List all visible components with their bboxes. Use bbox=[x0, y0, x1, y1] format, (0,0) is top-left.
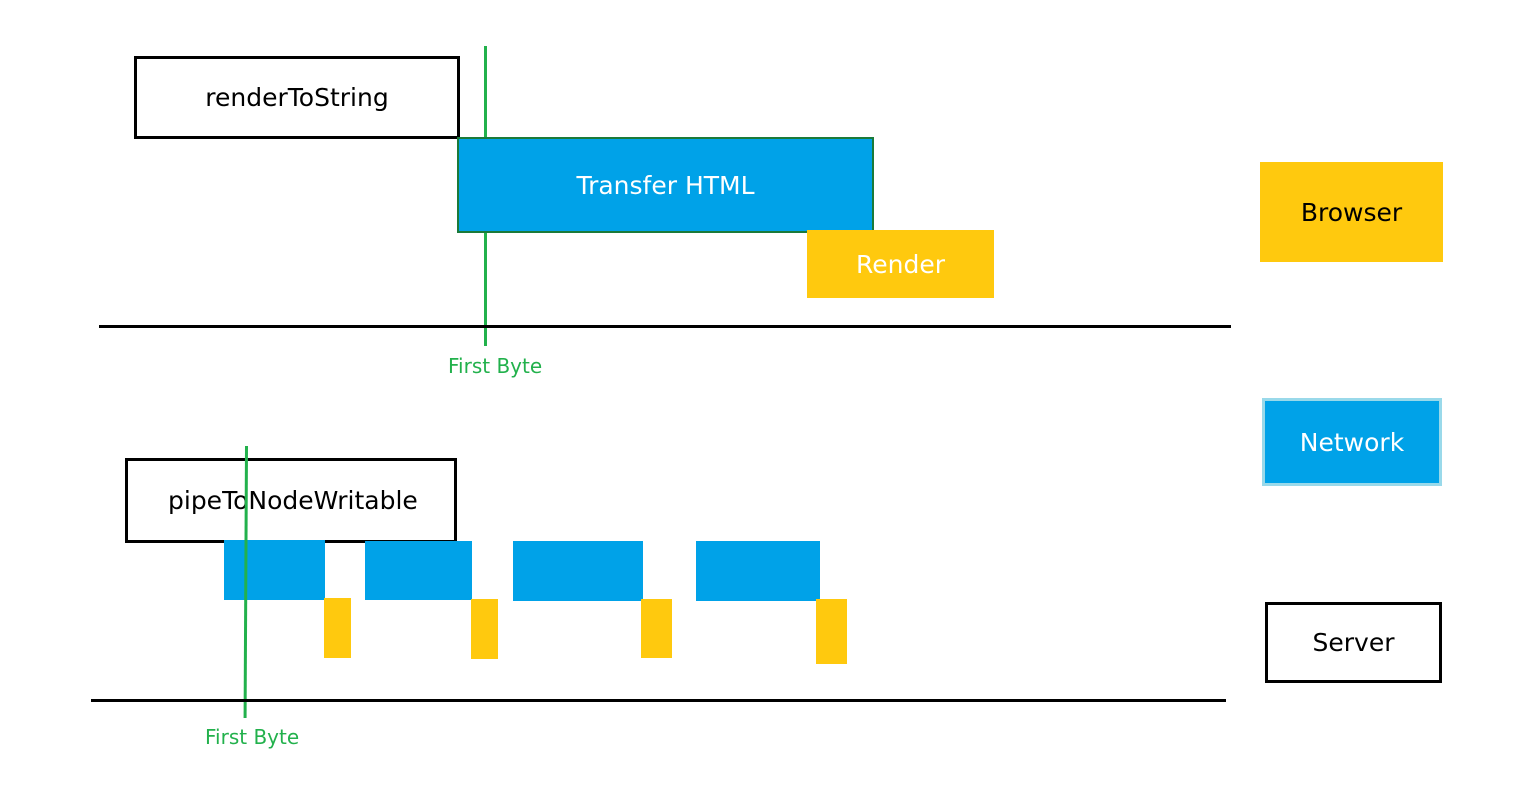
bottom-first-byte-label: First Byte bbox=[205, 725, 300, 749]
legend-server-label: Server bbox=[1312, 628, 1395, 657]
transfer-html-bar: Transfer HTML bbox=[457, 137, 874, 233]
render-label: Render bbox=[855, 249, 945, 279]
top-baseline bbox=[99, 325, 1231, 328]
render-chunk-1 bbox=[324, 598, 351, 658]
top-first-byte-label: First Byte bbox=[448, 354, 543, 378]
network-chunk-4 bbox=[696, 541, 820, 601]
network-chunk-3 bbox=[513, 541, 643, 601]
legend-browser: Browser bbox=[1260, 162, 1443, 262]
render-chunk-4 bbox=[816, 599, 847, 664]
pipe-to-node-writable-box: pipeToNodeWritable bbox=[125, 458, 457, 543]
render-bar: Render bbox=[807, 230, 994, 298]
transfer-html-label: Transfer HTML bbox=[576, 170, 755, 200]
render-to-string-label: renderToString bbox=[205, 83, 389, 112]
render-chunk-3 bbox=[641, 599, 672, 658]
legend-browser-label: Browser bbox=[1300, 197, 1403, 227]
network-chunk-1 bbox=[224, 540, 325, 600]
render-to-string-box: renderToString bbox=[134, 56, 460, 139]
bottom-baseline bbox=[91, 699, 1226, 702]
legend-network: Network bbox=[1262, 398, 1442, 486]
render-chunk-2 bbox=[471, 599, 498, 659]
pipe-to-node-writable-label: pipeToNodeWritable bbox=[168, 486, 418, 515]
network-chunk-2 bbox=[365, 541, 472, 600]
legend-network-label: Network bbox=[1299, 427, 1405, 457]
legend-server: Server bbox=[1265, 602, 1442, 683]
